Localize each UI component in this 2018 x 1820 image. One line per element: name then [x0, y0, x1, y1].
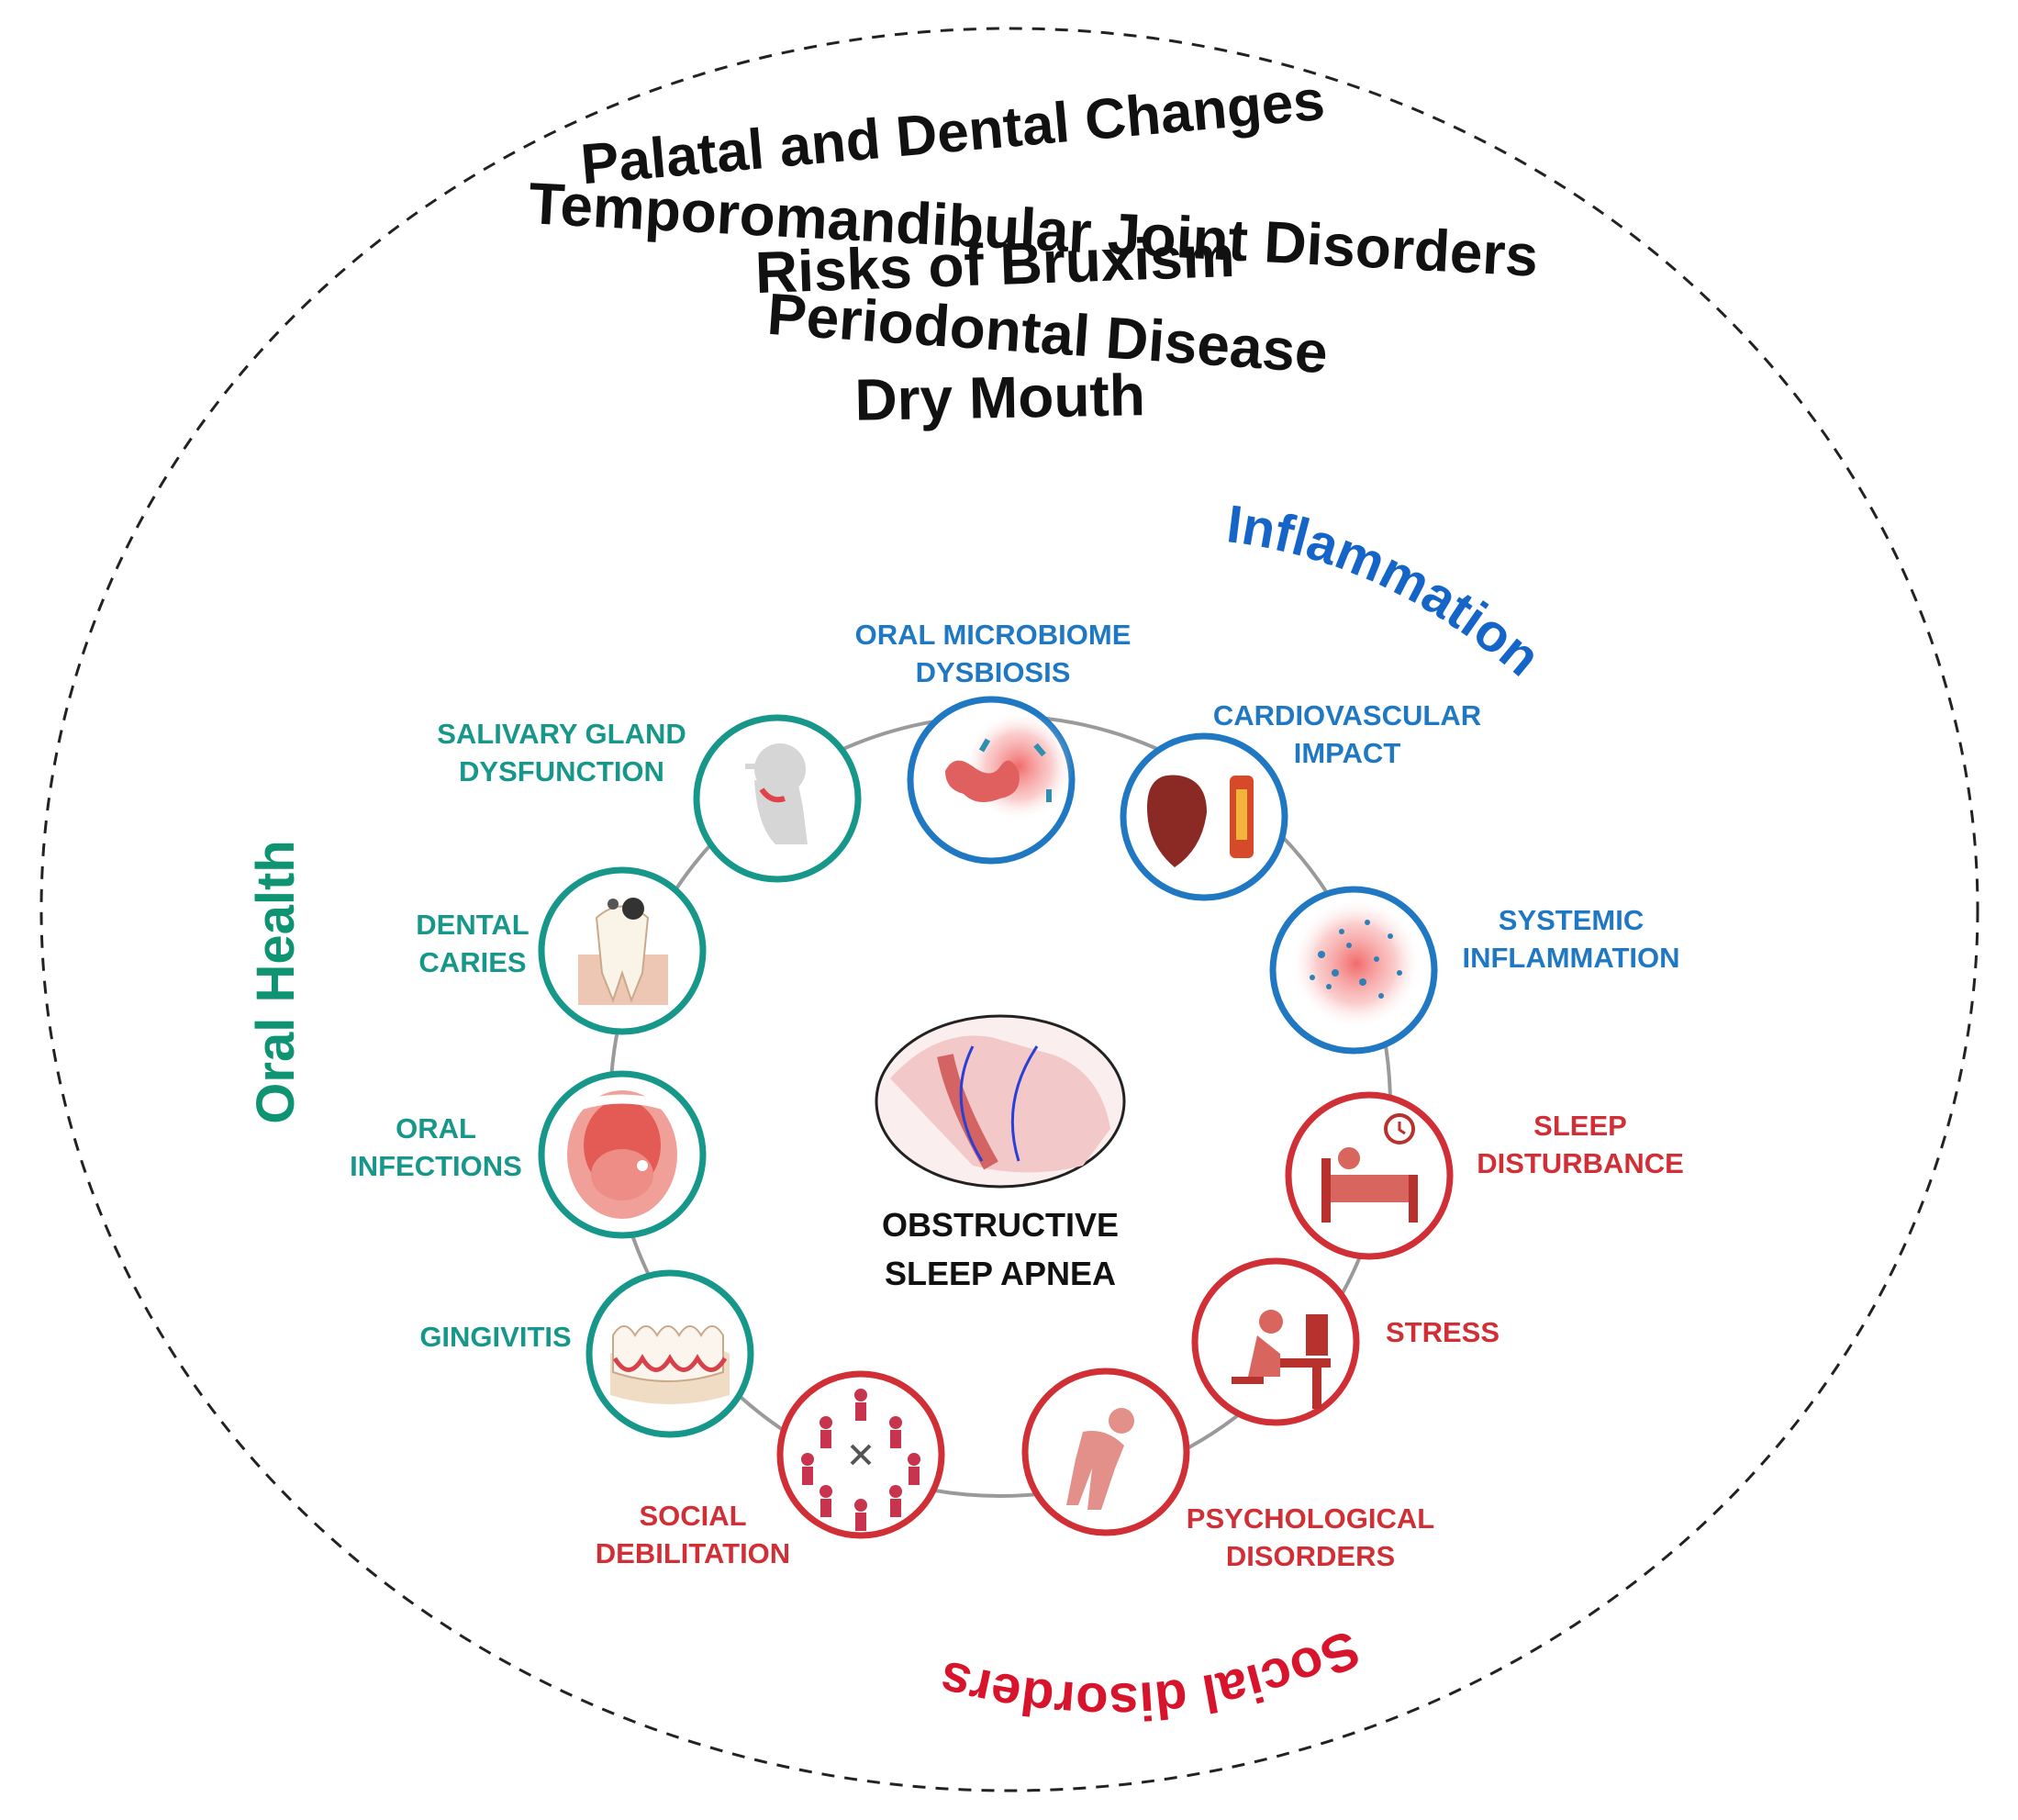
person-head	[1338, 1147, 1360, 1169]
clock-icon	[1384, 1113, 1415, 1144]
node-dental-caries	[538, 866, 707, 1035]
label-psych-line1: PSYCHOLOGICAL	[1187, 1502, 1434, 1535]
bed-frame	[1321, 1158, 1331, 1223]
label-stress: STRESS	[1386, 1316, 1500, 1348]
label-infections-line1: ORAL	[396, 1112, 476, 1144]
label-salivary-line1: SALIVARY GLAND	[437, 718, 686, 750]
node-oral-microbiome	[907, 696, 1076, 865]
airway-line	[1010, 1045, 1039, 1162]
particles-icon	[1310, 920, 1402, 999]
node-oral-infections	[538, 1070, 707, 1239]
label-cardio-line1: CARDIOVASCULAR	[1213, 699, 1481, 731]
cavity-icon	[622, 898, 644, 920]
label-caries-line2: CARIES	[418, 946, 526, 978]
person-head	[1259, 1310, 1283, 1334]
center-osa: OBSTRUCTIVE SLEEP APNEA	[875, 1014, 1126, 1292]
node-social-debilitation	[776, 1370, 945, 1539]
label-social-line2: DEBILITATION	[596, 1537, 790, 1569]
clock-hands	[1398, 1122, 1406, 1135]
outer-dashed-boundary	[39, 27, 1979, 1792]
person-head	[1109, 1408, 1134, 1434]
label-sleep-line2: DISTURBANCE	[1477, 1147, 1684, 1179]
lesion-icon	[637, 1160, 648, 1171]
category-inflammation: Inflammation	[1223, 494, 1551, 687]
label-cardio-line2: IMPACT	[1294, 737, 1401, 769]
condition-dry-mouth: Dry Mouth	[854, 362, 1146, 433]
center-label-line1: OBSTRUCTIVE	[882, 1206, 1119, 1244]
teeth-icon	[612, 1325, 724, 1382]
chair-icon	[1232, 1377, 1264, 1384]
desk-icon	[1262, 1358, 1331, 1368]
nose-icon	[745, 764, 760, 769]
top-conditions: Palatal and Dental Changes Temporomandib…	[527, 69, 1539, 433]
node-gingivitis	[585, 1269, 754, 1438]
people-network-icon	[801, 1389, 920, 1531]
bacteria-icon	[1046, 789, 1052, 802]
bed-icon	[1326, 1175, 1413, 1202]
label-microbiome-line1: ORAL MICROBIOME	[855, 619, 1132, 651]
salivary-gland-icon	[759, 787, 786, 803]
inflamed-gum-line	[612, 1354, 728, 1372]
node-circle	[1191, 1257, 1360, 1426]
cross-icon	[850, 1444, 872, 1466]
airway-line	[959, 1045, 984, 1162]
label-salivary-line2: DYSFUNCTION	[459, 755, 664, 787]
cavity-icon	[608, 899, 619, 910]
plaque-icon	[1236, 789, 1247, 840]
bed-frame	[1409, 1175, 1418, 1223]
tongue-icon	[591, 1149, 653, 1200]
microbiome-glow	[964, 711, 1074, 821]
inflammation-glow	[1290, 898, 1422, 1030]
bacteria-icon	[978, 738, 991, 753]
label-gingivitis: GINGIVITIS	[419, 1321, 571, 1353]
heart-icon	[1147, 775, 1207, 867]
label-systemic-line1: SYSTEMIC	[1499, 904, 1644, 936]
category-social-disorders: Social disorders	[933, 1618, 1368, 1731]
label-systemic-line2: INFLAMMATION	[1462, 942, 1679, 974]
intestine-icon	[945, 760, 1020, 802]
label-caries-line1: DENTAL	[416, 909, 529, 941]
desk-leg	[1312, 1368, 1321, 1409]
upper-teeth	[576, 1094, 668, 1111]
person-body	[1248, 1335, 1280, 1377]
node-stress	[1191, 1257, 1360, 1426]
node-salivary-gland	[693, 714, 862, 883]
label-infections-line2: INFECTIONS	[350, 1150, 522, 1182]
node-systemic-inflammation	[1269, 886, 1438, 1055]
bacteria-icon	[1033, 743, 1046, 757]
slumped-person-icon	[1066, 1431, 1124, 1510]
label-social-line1: SOCIAL	[639, 1500, 746, 1532]
node-psychological	[1021, 1368, 1190, 1536]
node-cardiovascular	[1120, 732, 1288, 901]
label-microbiome-line2: DYSBIOSIS	[916, 656, 1071, 688]
label-psych-line2: DISORDERS	[1226, 1540, 1395, 1572]
center-label-line2: SLEEP APNEA	[885, 1255, 1116, 1292]
monitor-icon	[1306, 1314, 1328, 1356]
category-oral-health: Oral Health	[246, 840, 306, 1123]
node-sleep-disturbance	[1285, 1091, 1454, 1260]
label-sleep-line1: SLEEP	[1533, 1110, 1627, 1142]
